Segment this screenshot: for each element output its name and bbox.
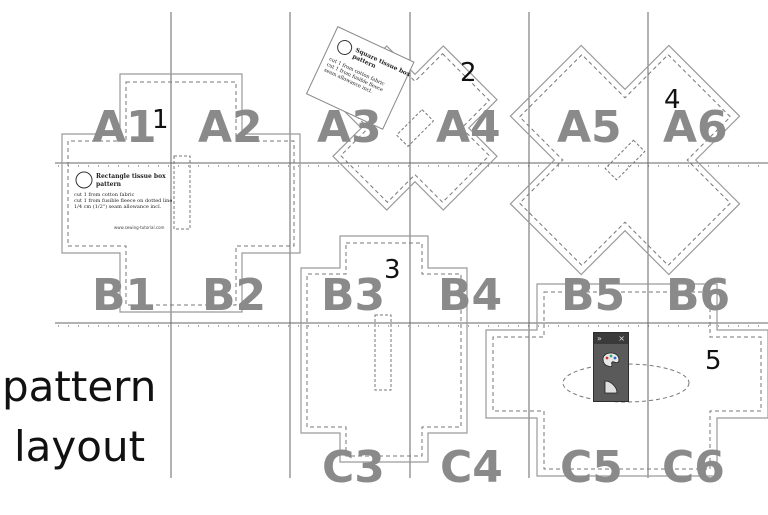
- cell-label-a6: A6: [663, 102, 728, 153]
- caption-line-1: pattern: [2, 362, 157, 411]
- cell-label-c3: C3: [322, 442, 385, 493]
- piece-1-outline: [61, 73, 301, 313]
- collapse-icon[interactable]: »: [597, 334, 602, 343]
- cell-label-b4: B4: [438, 270, 502, 321]
- piece-number-1: 1: [152, 105, 169, 135]
- cell-labels: A1 A2 A3 A4 A5 A6 B1 B2 B3 B4 B5 B6 C3 C…: [92, 102, 730, 493]
- logo-badge-icon: [337, 39, 353, 55]
- piece-numbers: 1 2 3 4 5: [152, 58, 722, 376]
- cell-label-a1: A1: [92, 102, 157, 153]
- piece-2-label: Square tissue box pattern cut 1 from cot…: [305, 25, 415, 130]
- cell-label-c5: C5: [560, 442, 623, 493]
- piece-3-outline: [300, 235, 468, 463]
- cell-label-c4: C4: [440, 442, 503, 493]
- piece-1-label: Rectangle tissue box pattern cut 1 from …: [74, 171, 172, 230]
- piece-1-title: Rectangle tissue box: [96, 173, 166, 180]
- cell-label-a4: A4: [436, 102, 501, 153]
- cell-label-b5: B5: [561, 270, 625, 321]
- cell-label-b1: B1: [92, 270, 156, 321]
- piece-5-outline: [485, 283, 768, 477]
- palette-icon[interactable]: [599, 349, 623, 371]
- floating-tool-panel[interactable]: » ×: [593, 332, 629, 402]
- piece-1-title2: pattern: [96, 181, 122, 188]
- caption-line-2: layout: [14, 422, 146, 471]
- cell-label-b6: B6: [666, 270, 730, 321]
- cell-label-b2: B2: [202, 270, 266, 321]
- panel-titlebar[interactable]: » ×: [594, 333, 628, 344]
- piece-1-line2: cut 1 from fusible fleece on dotted line: [74, 198, 172, 204]
- piece-number-3: 3: [384, 255, 401, 285]
- close-icon[interactable]: ×: [618, 334, 625, 343]
- cell-label-a5: A5: [557, 102, 622, 153]
- piece-1-line3: 1/4 cm (1/2") seam allowance incl.: [74, 203, 162, 210]
- piece-1-line1: cut 1 from cotton fabric: [74, 192, 135, 198]
- cell-label-a2: A2: [198, 102, 263, 153]
- piece-number-4: 4: [664, 85, 681, 115]
- piece-number-5: 5: [705, 346, 722, 376]
- logo-badge-icon: [75, 171, 93, 189]
- corner-icon[interactable]: [599, 376, 623, 398]
- cell-label-a3: A3: [317, 102, 382, 153]
- cell-label-c6: C6: [662, 442, 725, 493]
- piece-1-url: www.sewing-tutorial.com: [114, 225, 165, 230]
- piece-number-2: 2: [460, 58, 477, 88]
- cell-label-b3: B3: [321, 270, 385, 321]
